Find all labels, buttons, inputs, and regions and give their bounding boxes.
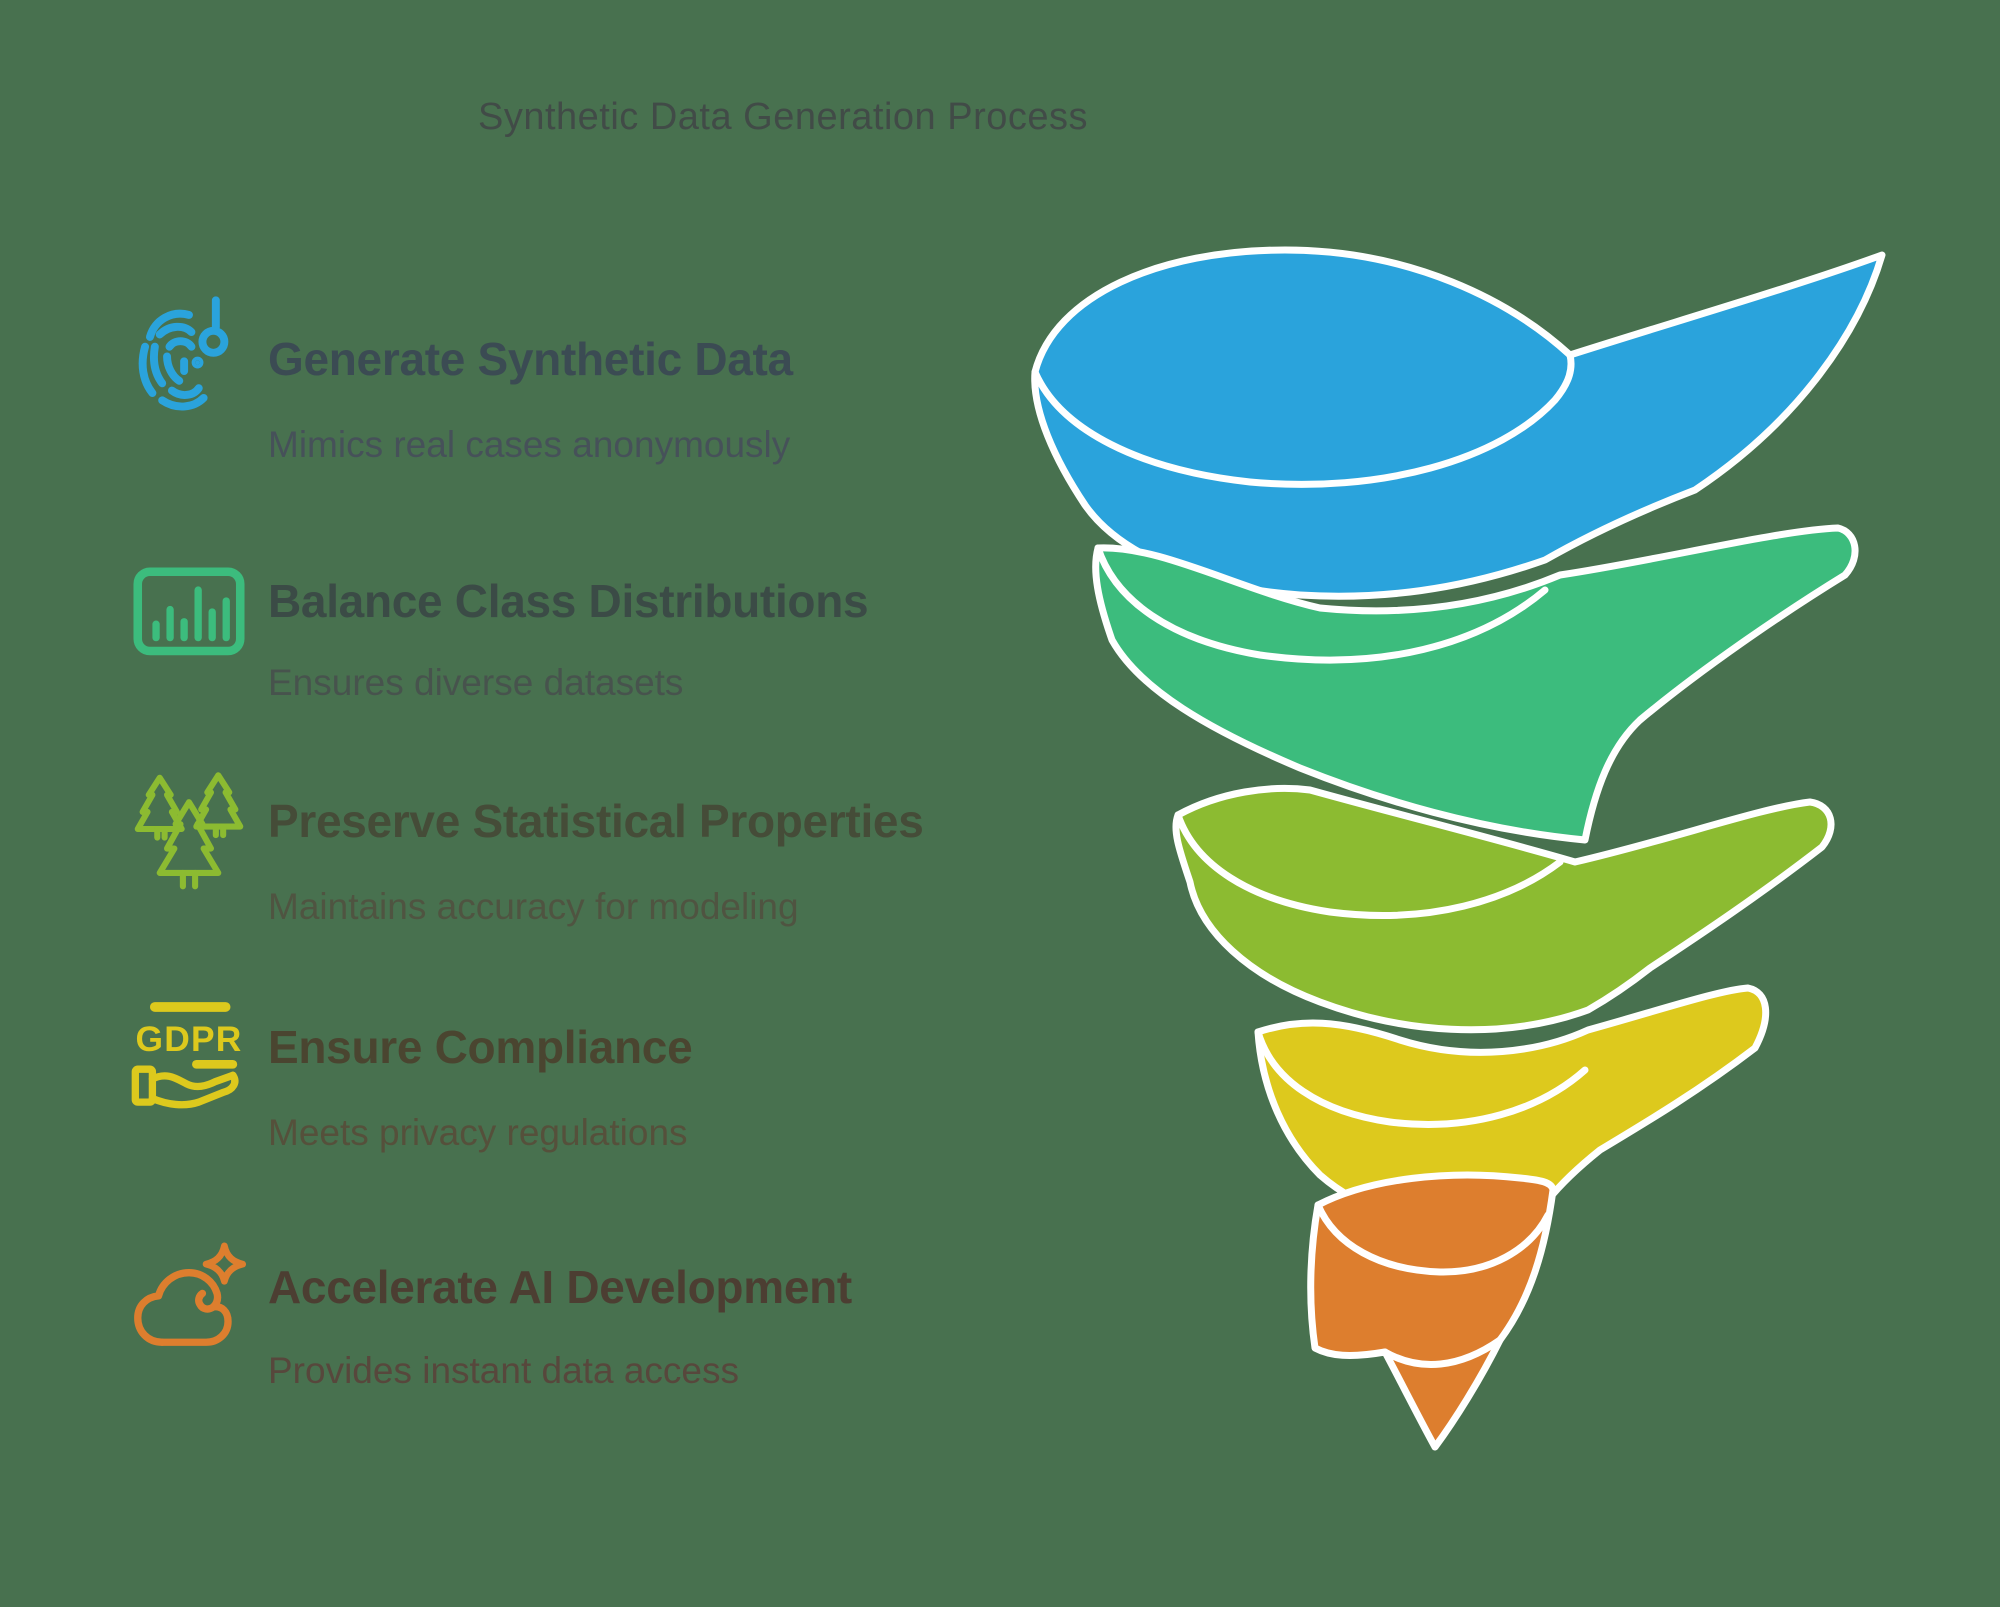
step-subtitle: Provides instant data access — [268, 1350, 739, 1391]
funnel-layer-preserve-statistical-properties — [1172, 785, 1835, 1034]
step-heading: Ensure Compliance — [268, 1021, 693, 1073]
bar-chart-icon — [128, 551, 250, 673]
funnel-tip-fold-line — [1381, 1336, 1504, 1368]
fingerprint-scan-icon — [128, 293, 250, 415]
step-heading: Generate Synthetic Data — [268, 333, 793, 385]
funnel-layer-1-rim — [1031, 351, 1575, 488]
funnel-layer-2-rim — [1094, 544, 1549, 664]
funnel-layer-4-rim — [1254, 1028, 1589, 1128]
gdpr-hand-icon: GDPR — [128, 996, 250, 1118]
gdpr-label: GDPR — [135, 1020, 242, 1059]
funnel-layer-5-rim — [1314, 1201, 1552, 1276]
step-subtitle: Meets privacy regulations — [268, 1112, 688, 1153]
step-heading: Balance Class Distributions — [268, 575, 869, 627]
funnel-spiral — [1031, 246, 1886, 1451]
funnel-layer-3-rim — [1174, 811, 1564, 919]
pine-trees-icon — [128, 768, 250, 890]
page-title: Synthetic Data Generation Process — [477, 96, 1089, 138]
cloud-sparkle-icon — [128, 1241, 250, 1363]
step-subtitle: Mimics real cases anonymously — [268, 424, 791, 465]
step-heading: Preserve Statistical Properties — [268, 795, 924, 847]
step-subtitle: Maintains accuracy for modeling — [268, 886, 799, 927]
funnel-layer-balance-class-distributions — [1092, 524, 1859, 844]
step-subtitle: Ensures diverse datasets — [268, 662, 684, 703]
step-heading: Accelerate AI Development — [268, 1261, 852, 1313]
funnel-layer-accelerate-ai-development — [1307, 1171, 1557, 1451]
